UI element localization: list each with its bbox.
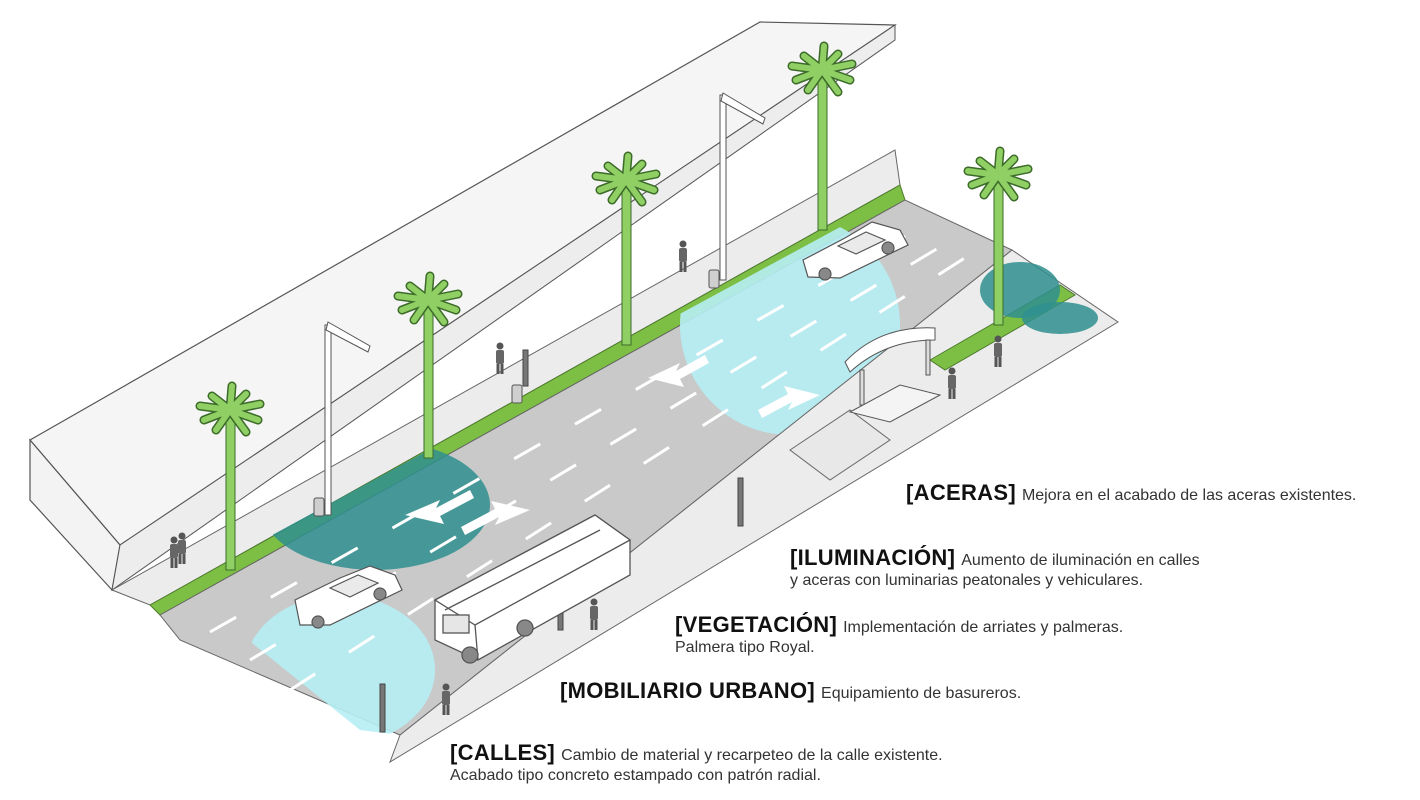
legend-aceras: [ACERAS] Mejora en el acabado de las acer…: [906, 480, 1356, 506]
legend-text: Mejora en el acabado de las aceras exist…: [1021, 487, 1357, 504]
legend-tag: [VEGETACIÓN]: [675, 612, 838, 637]
legend-tag: [MOBILIARIO URBANO]: [560, 678, 816, 703]
palm-tree-icon: [200, 46, 1028, 571]
bus-stop-icon: [844, 327, 942, 423]
trash-bin-icon: [313, 269, 720, 517]
legend-text: Aumento de iluminación en calles: [961, 552, 1200, 569]
road-surface: [159, 199, 1013, 736]
street-lamp-icon: [324, 92, 766, 516]
legend-text: Cambio de material y recarpeteo de la ca…: [561, 747, 943, 764]
legend-vegetacion: [VEGETACIÓN] Implementación de arriates y…: [675, 612, 1123, 658]
legend-text-2: y aceras con luminarias peatonales y veh…: [790, 572, 1144, 590]
lane-arrow-icon: [405, 355, 820, 535]
legend-text: Implementación de arriates y palmeras.: [843, 619, 1124, 636]
lighting-zone-teal: [1022, 302, 1098, 334]
legend-tag: [CALLES]: [450, 740, 556, 765]
legend-text-2: Acabado tipo concreto estampado con patr…: [450, 767, 821, 785]
bus-icon: [433, 514, 632, 664]
legend-calles: [CALLES] Cambio de material y recarpeteo …: [450, 740, 943, 786]
legend-text: Equipamiento de basureros.: [821, 685, 1022, 702]
near-sidewalk: [389, 249, 1119, 764]
legend-tag: [ACERAS]: [906, 480, 1016, 505]
car-icon: [294, 221, 909, 629]
legend-tag: [ILUMINACIÓN]: [790, 545, 956, 570]
legend-iluminacion: [ILUMINACIÓN] Aumento de iluminación en c…: [790, 545, 1200, 591]
legend-text-2: Palmera tipo Royal.: [675, 639, 815, 657]
legend-mobiliario: [MOBILIARIO URBANO] Equipamiento de basur…: [560, 678, 1021, 704]
